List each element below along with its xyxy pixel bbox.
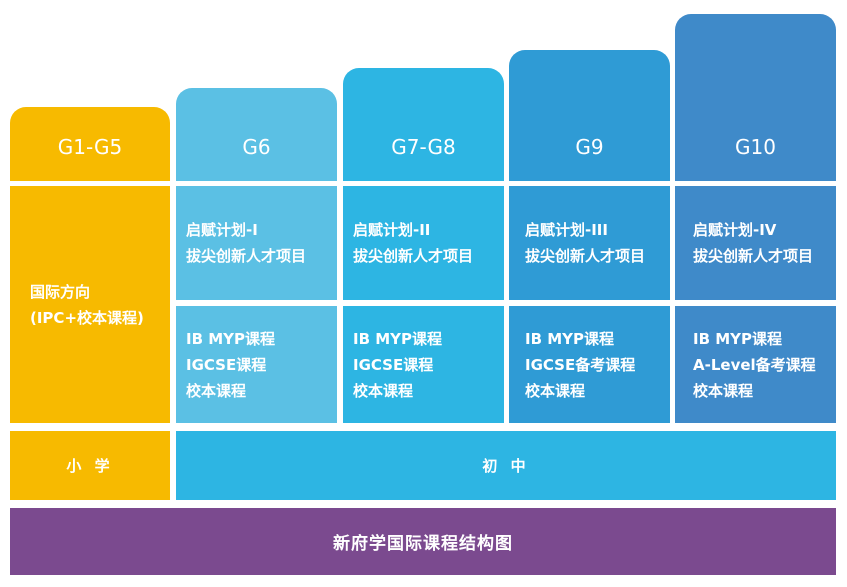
program-line: 拔尖创新人才项目 bbox=[525, 247, 646, 265]
course-line: 校本课程 bbox=[186, 381, 247, 400]
course-line: IB MYP课程 bbox=[693, 329, 783, 348]
header-g1-g5: G1-G5 bbox=[10, 107, 170, 181]
program-line: 启赋计划-II bbox=[353, 221, 431, 239]
program-line: 启赋计划-I bbox=[186, 221, 258, 239]
diagram-title: 新府学国际课程结构图 bbox=[10, 508, 836, 575]
course-line: IB MYP课程 bbox=[525, 329, 615, 348]
program-cell: 启赋计划-III 拔尖创新人才项目 bbox=[509, 186, 670, 300]
courses-cell: IB MYP课程 IGCSE课程校本课程 bbox=[343, 306, 504, 423]
program-line: 拔尖创新人才项目 bbox=[353, 247, 474, 265]
course-line: IGCSE课程 bbox=[353, 355, 434, 374]
header-g9: G9 bbox=[509, 50, 670, 181]
program-cell: 启赋计划-IV 拔尖创新人才项目 bbox=[675, 186, 836, 300]
courses-cell: IB MYP课程 IGCSE备考课程校本课程 bbox=[509, 306, 670, 423]
header-g6: G6 bbox=[176, 88, 337, 181]
course-line: IB MYP课程 bbox=[353, 329, 443, 348]
courses-cell: IB MYP课程 A-Level备考课程校本课程 bbox=[675, 306, 836, 423]
primary-line: 国际方向 bbox=[30, 282, 91, 301]
course-line: A-Level备考课程 bbox=[693, 355, 816, 374]
course-line: 校本课程 bbox=[353, 381, 414, 400]
header-g10: G10 bbox=[675, 14, 836, 181]
course-line: 校本课程 bbox=[525, 381, 586, 400]
program-cell: 启赋计划-II 拔尖创新人才项目 bbox=[343, 186, 504, 300]
program-line: 拔尖创新人才项目 bbox=[186, 247, 307, 265]
courses-cell: IB MYP课程 IGCSE课程校本课程 bbox=[176, 306, 337, 423]
course-line: IGCSE课程 bbox=[186, 355, 267, 374]
program-line: 启赋计划-IV bbox=[693, 221, 777, 239]
stage-middle: 初 中 bbox=[176, 431, 836, 500]
header-g7-g8: G7-G8 bbox=[343, 68, 504, 181]
program-line: 启赋计划-III bbox=[525, 221, 608, 239]
stage-primary: 小 学 bbox=[10, 431, 170, 500]
primary-line: (IPC+校本课程) bbox=[30, 308, 144, 327]
program-cell: 启赋计划-I 拔尖创新人才项目 bbox=[176, 186, 337, 300]
course-line: IGCSE备考课程 bbox=[525, 355, 636, 374]
primary-body: 国际方向 (IPC+校本课程) bbox=[10, 186, 170, 423]
course-line: IB MYP课程 bbox=[186, 329, 276, 348]
course-line: 校本课程 bbox=[693, 381, 754, 400]
program-line: 拔尖创新人才项目 bbox=[693, 247, 814, 265]
